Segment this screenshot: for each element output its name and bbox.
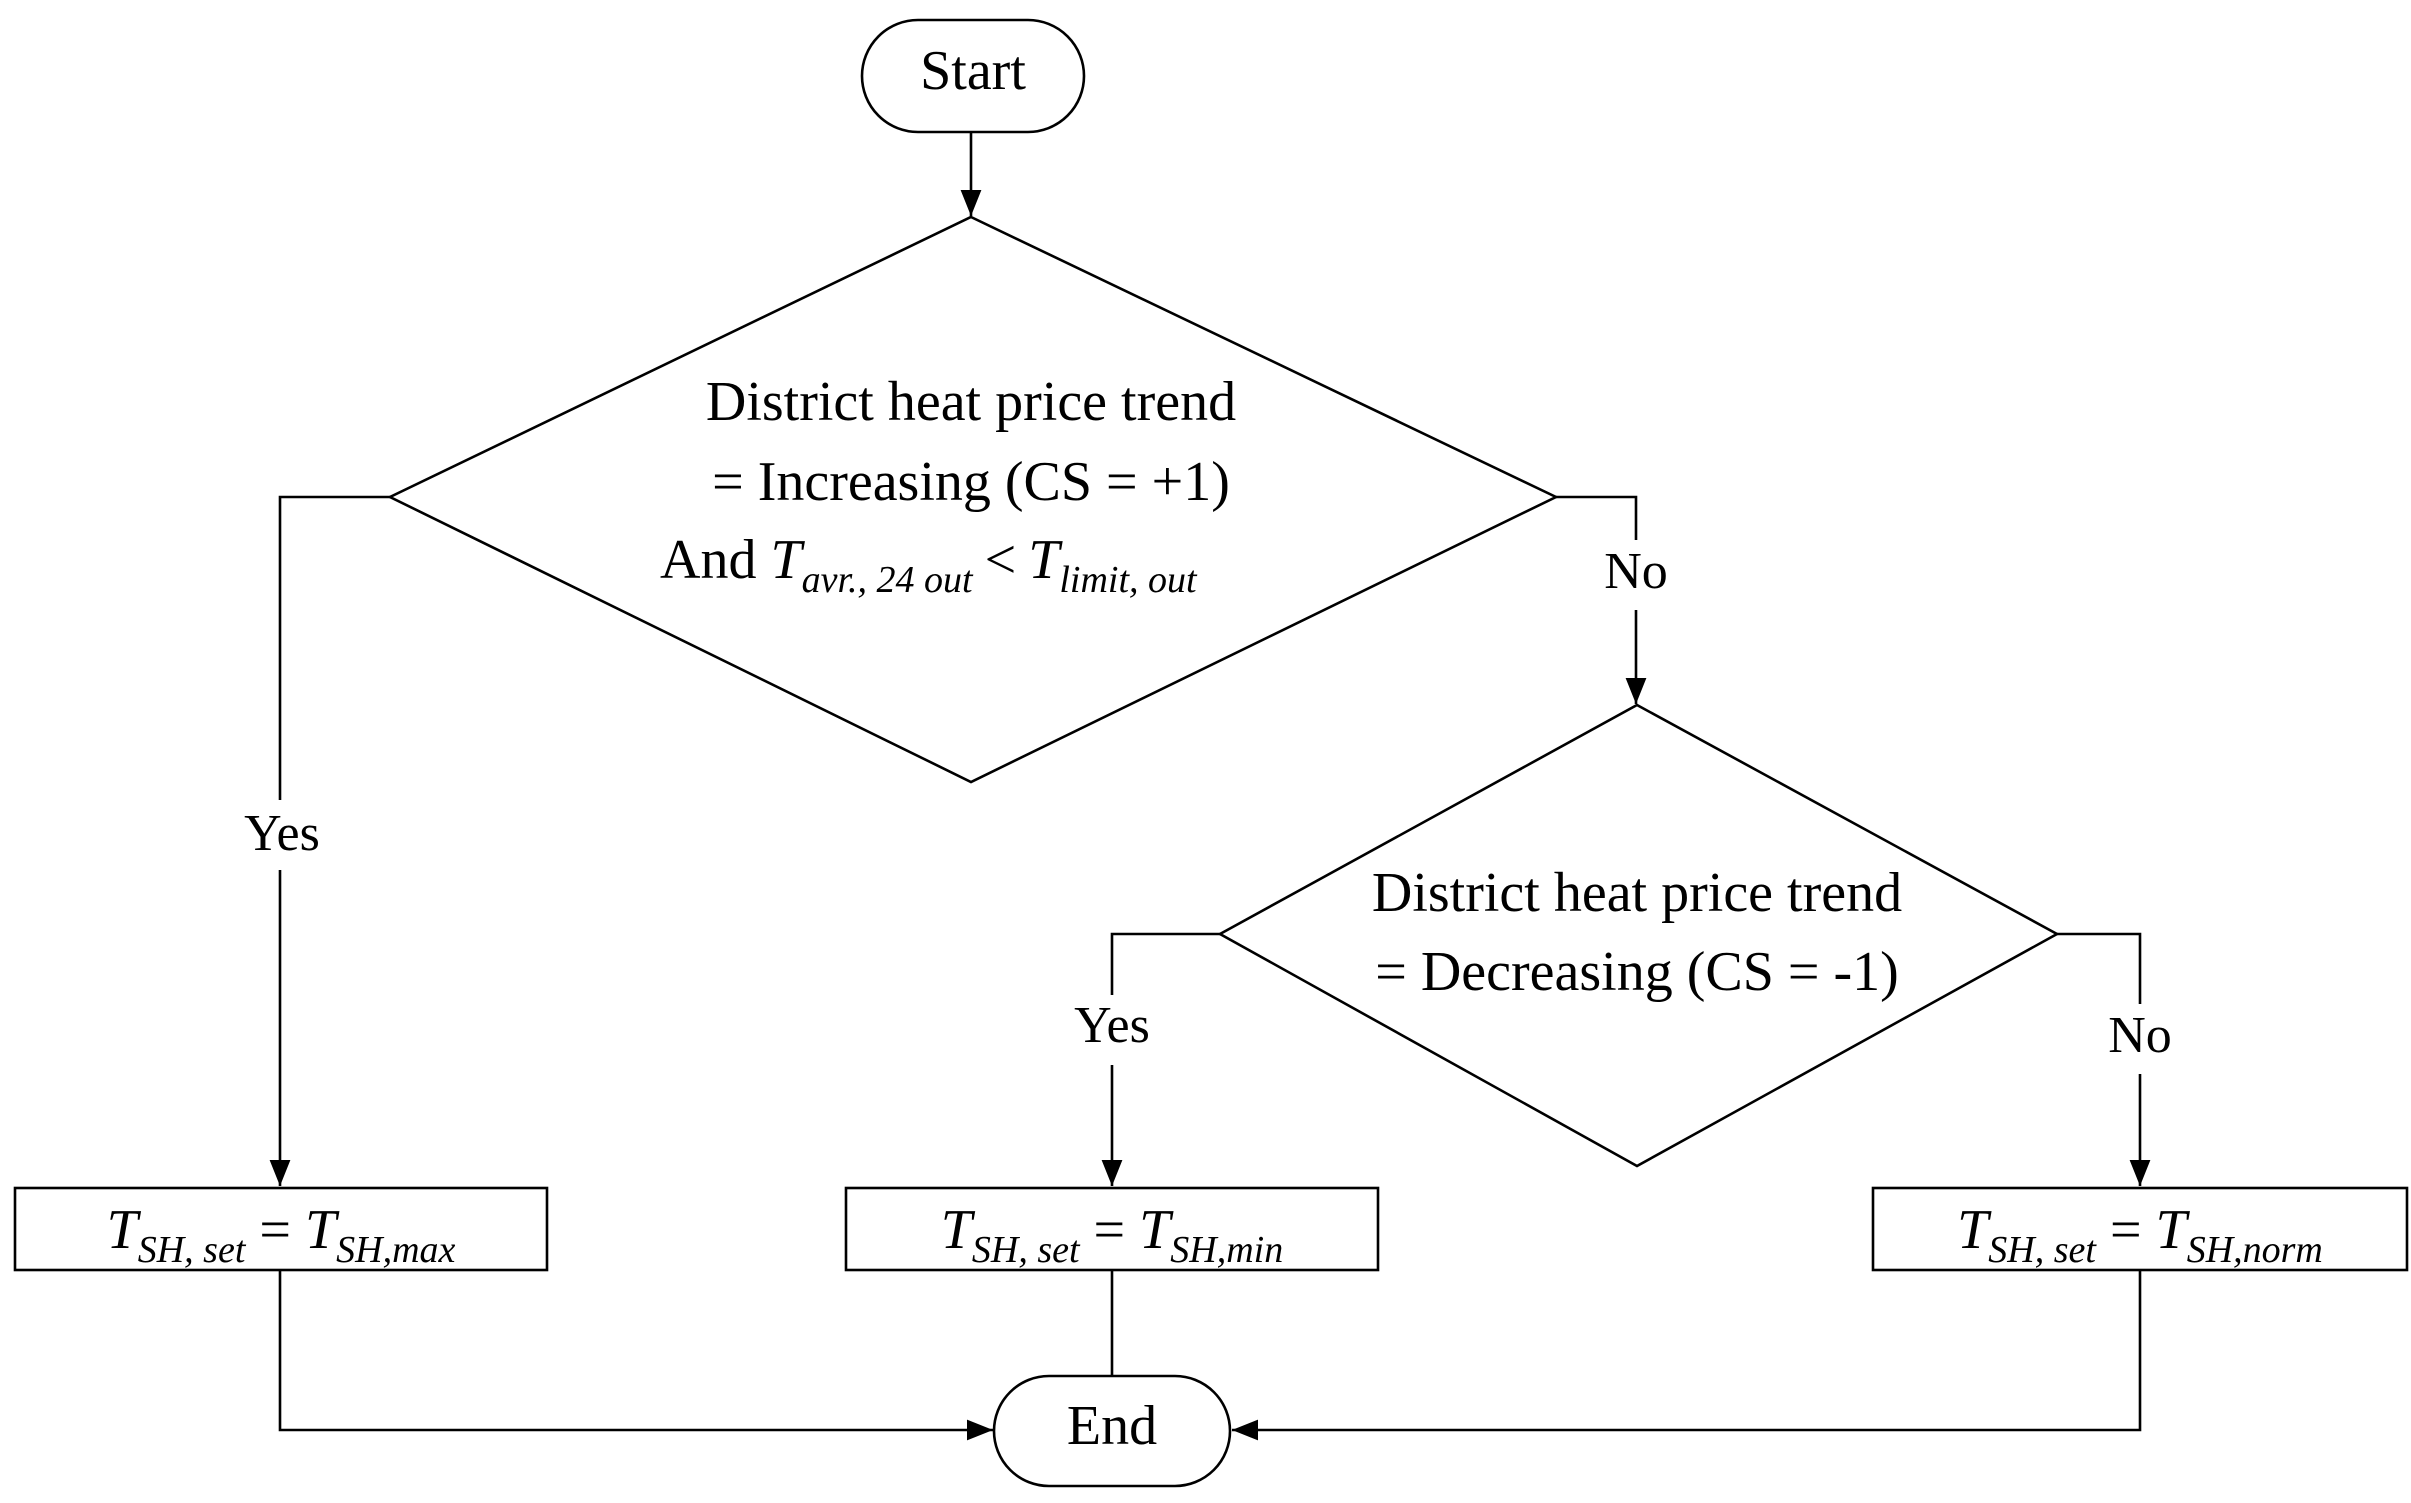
decision2-line2: = Decreasing (CS = -1): [1375, 941, 1898, 1003]
decision1-t-avr-sub: avr., 24 out: [802, 559, 974, 601]
arrow-decision2-yes: [1101, 932, 1220, 1186]
end-terminal: [992, 1374, 1232, 1488]
arrow-max-to-end: [278, 1270, 993, 1441]
process-box-min: [844, 1186, 1380, 1272]
decision1-and: And: [660, 529, 756, 591]
decision1-t-limit: T: [1028, 529, 1063, 591]
decision1-line2: = Increasing (CS = +1): [712, 451, 1230, 513]
decision1-t-limit-sub: limit, out: [1059, 559, 1198, 601]
process-min-text: TSH, set=TSH,min: [941, 1199, 1284, 1271]
arrow-norm-to-end: [1232, 1270, 2142, 1441]
decision2-no-bg: [2098, 1004, 2182, 1074]
decision2-line1: District heat price trend: [1372, 862, 1902, 924]
decision1-diamond: [387, 215, 1559, 784]
decision2-diamond: [1217, 703, 2060, 1168]
decision1-lt: <: [985, 529, 1017, 591]
decision1-yes-bg: [228, 800, 332, 870]
process-box-max: [13, 1186, 549, 1272]
decision1-no-bg: [1594, 540, 1678, 610]
process-box-norm: [1871, 1186, 2409, 1272]
decision1-yes-label: Yes: [244, 805, 320, 862]
process-norm-text: TSH, set=TSH,norm: [1957, 1199, 2323, 1271]
arrow-decision2-no: [2057, 932, 2151, 1186]
process-max-text: TSH, set=TSH,max: [107, 1199, 456, 1271]
decision2-yes-label: Yes: [1074, 997, 1150, 1054]
decision2-no-label: No: [2108, 1007, 2172, 1064]
decision1-line1: District heat price trend: [706, 371, 1236, 433]
arrow-decision1-no: [1556, 495, 1647, 704]
start-terminal: [860, 18, 1086, 134]
decision2-yes-bg: [1058, 995, 1166, 1065]
arrow-decision1-yes: [269, 495, 390, 1186]
start-label: Start: [920, 40, 1026, 102]
decision1-t-avr: T: [770, 529, 805, 591]
decision1-no-label: No: [1604, 543, 1668, 600]
end-label: End: [1067, 1395, 1157, 1457]
